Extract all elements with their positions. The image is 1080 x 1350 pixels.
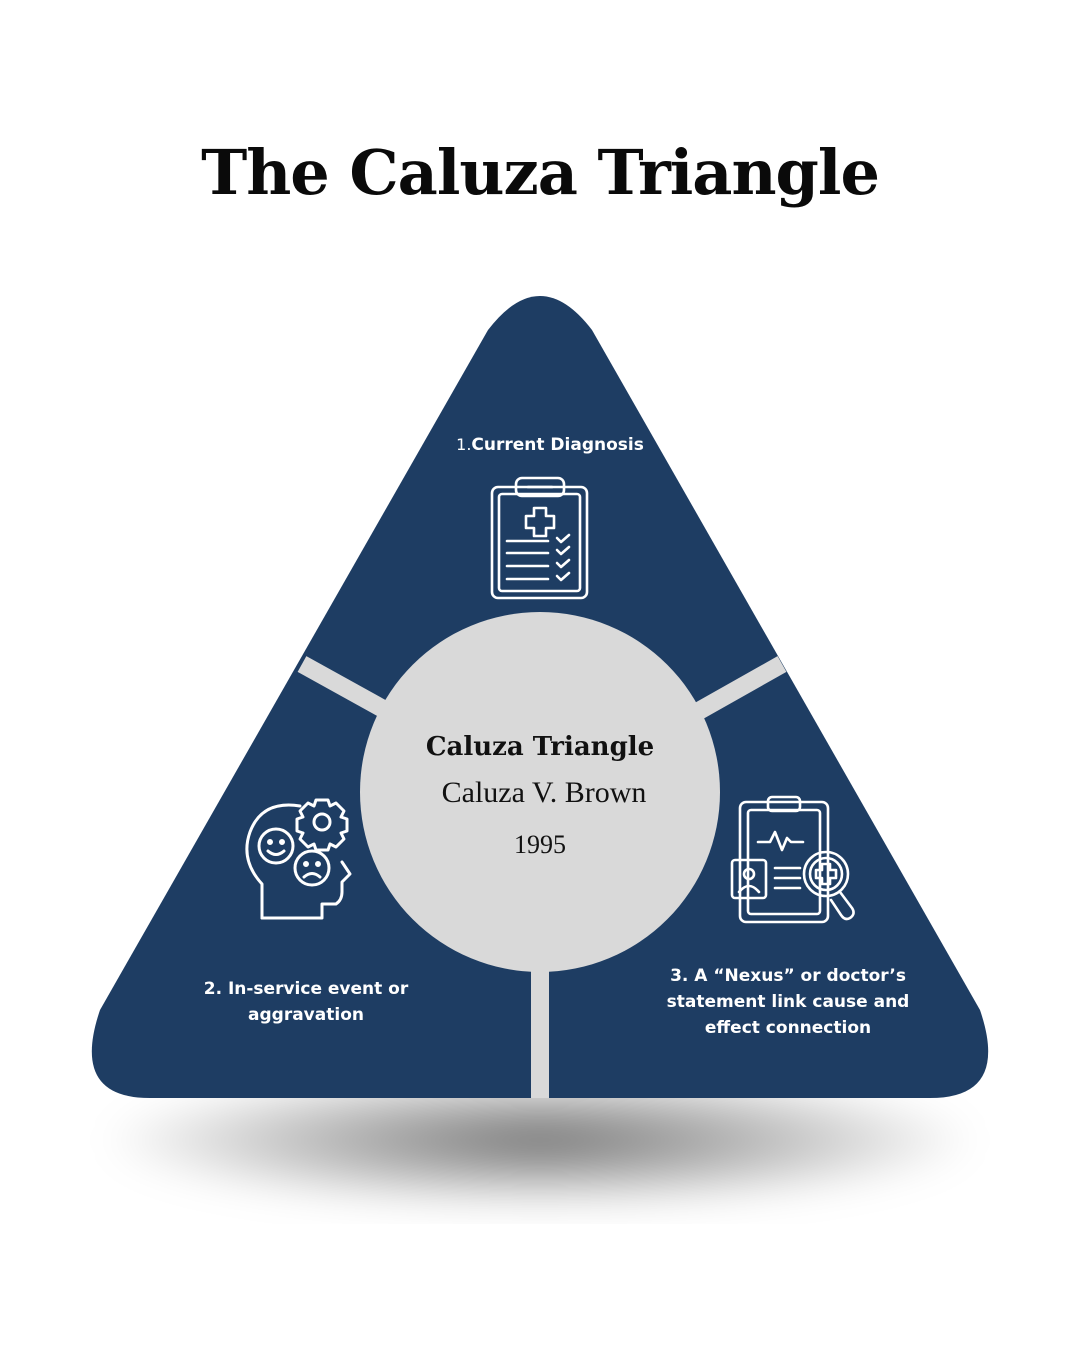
page-title: The Caluza Triangle: [201, 136, 880, 209]
center-year: 1995: [514, 830, 566, 859]
segment-1-label: 1.Current Diagnosis: [420, 432, 680, 458]
center-title: Caluza Triangle: [425, 732, 655, 762]
clipboard-checklist-icon: [490, 476, 589, 600]
center-case-name: Caluza V. Brown: [441, 776, 647, 809]
segment-3-line-3: effect connection: [704, 1018, 872, 1038]
medical-report-magnifier-icon: [730, 795, 855, 924]
center-circle: [360, 612, 720, 972]
segment-3-label: 3. A “Nexus” or doctor’s statement link …: [650, 963, 926, 1041]
divider-right: [692, 656, 787, 720]
segment-1-number: 1.: [456, 435, 472, 454]
segment-2-line-1: 2. In-service event or: [203, 979, 409, 999]
segment-3-line-1: 3. A “Nexus” or doctor’s: [670, 966, 906, 986]
triangle-shadow: [100, 1070, 980, 1210]
divider-left: [297, 656, 390, 718]
segment-3-line-2: statement link cause and: [666, 992, 910, 1012]
segment-2-label: 2. In-service event or aggravation: [178, 976, 434, 1028]
segment-1-text: Current Diagnosis: [471, 435, 644, 455]
segment-2-line-2: aggravation: [248, 1005, 364, 1025]
head-gear-emotions-icon: [245, 798, 352, 920]
